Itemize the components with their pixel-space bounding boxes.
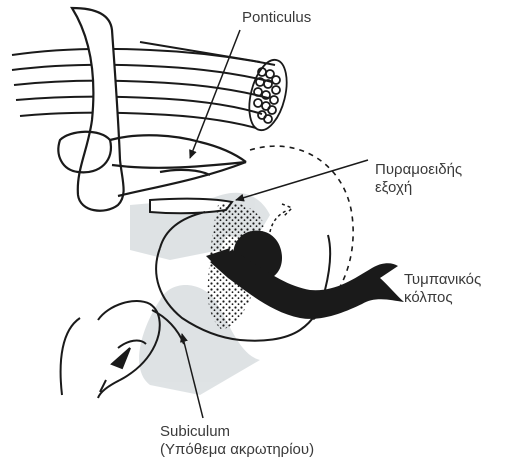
tympanic-sinus-label: Τυμπανικός κόλπος: [404, 271, 481, 307]
subiculum-label: Subiculum (Υπόθεμα ακρωτηρίου): [160, 423, 314, 459]
tympanic-sinus-line-1: Τυμπανικός: [404, 271, 481, 289]
tympanic-sinus-line-2: κόλπος: [404, 289, 481, 307]
pyramidal-leader: [236, 160, 368, 200]
bundle-cut-end: [243, 56, 293, 134]
small-dashed-arrow: [270, 204, 292, 232]
pyramidal-eminence-line-2: εξοχή: [375, 179, 462, 197]
tendon-bundle: [12, 42, 275, 128]
subiculum-line-2: (Υπόθεμα ακρωτηρίου): [160, 441, 314, 459]
ponticulus-leader: [190, 30, 240, 158]
ponticulus-label: Ponticulus: [242, 9, 311, 27]
ossicle-handle: [72, 8, 124, 211]
pyramidal-eminence-line-1: Πυραμοειδής: [375, 161, 462, 179]
subiculum-line-1: Subiculum: [160, 423, 314, 441]
pyramidal-eminence-label: Πυραμοειδής εξοχή: [375, 161, 462, 197]
